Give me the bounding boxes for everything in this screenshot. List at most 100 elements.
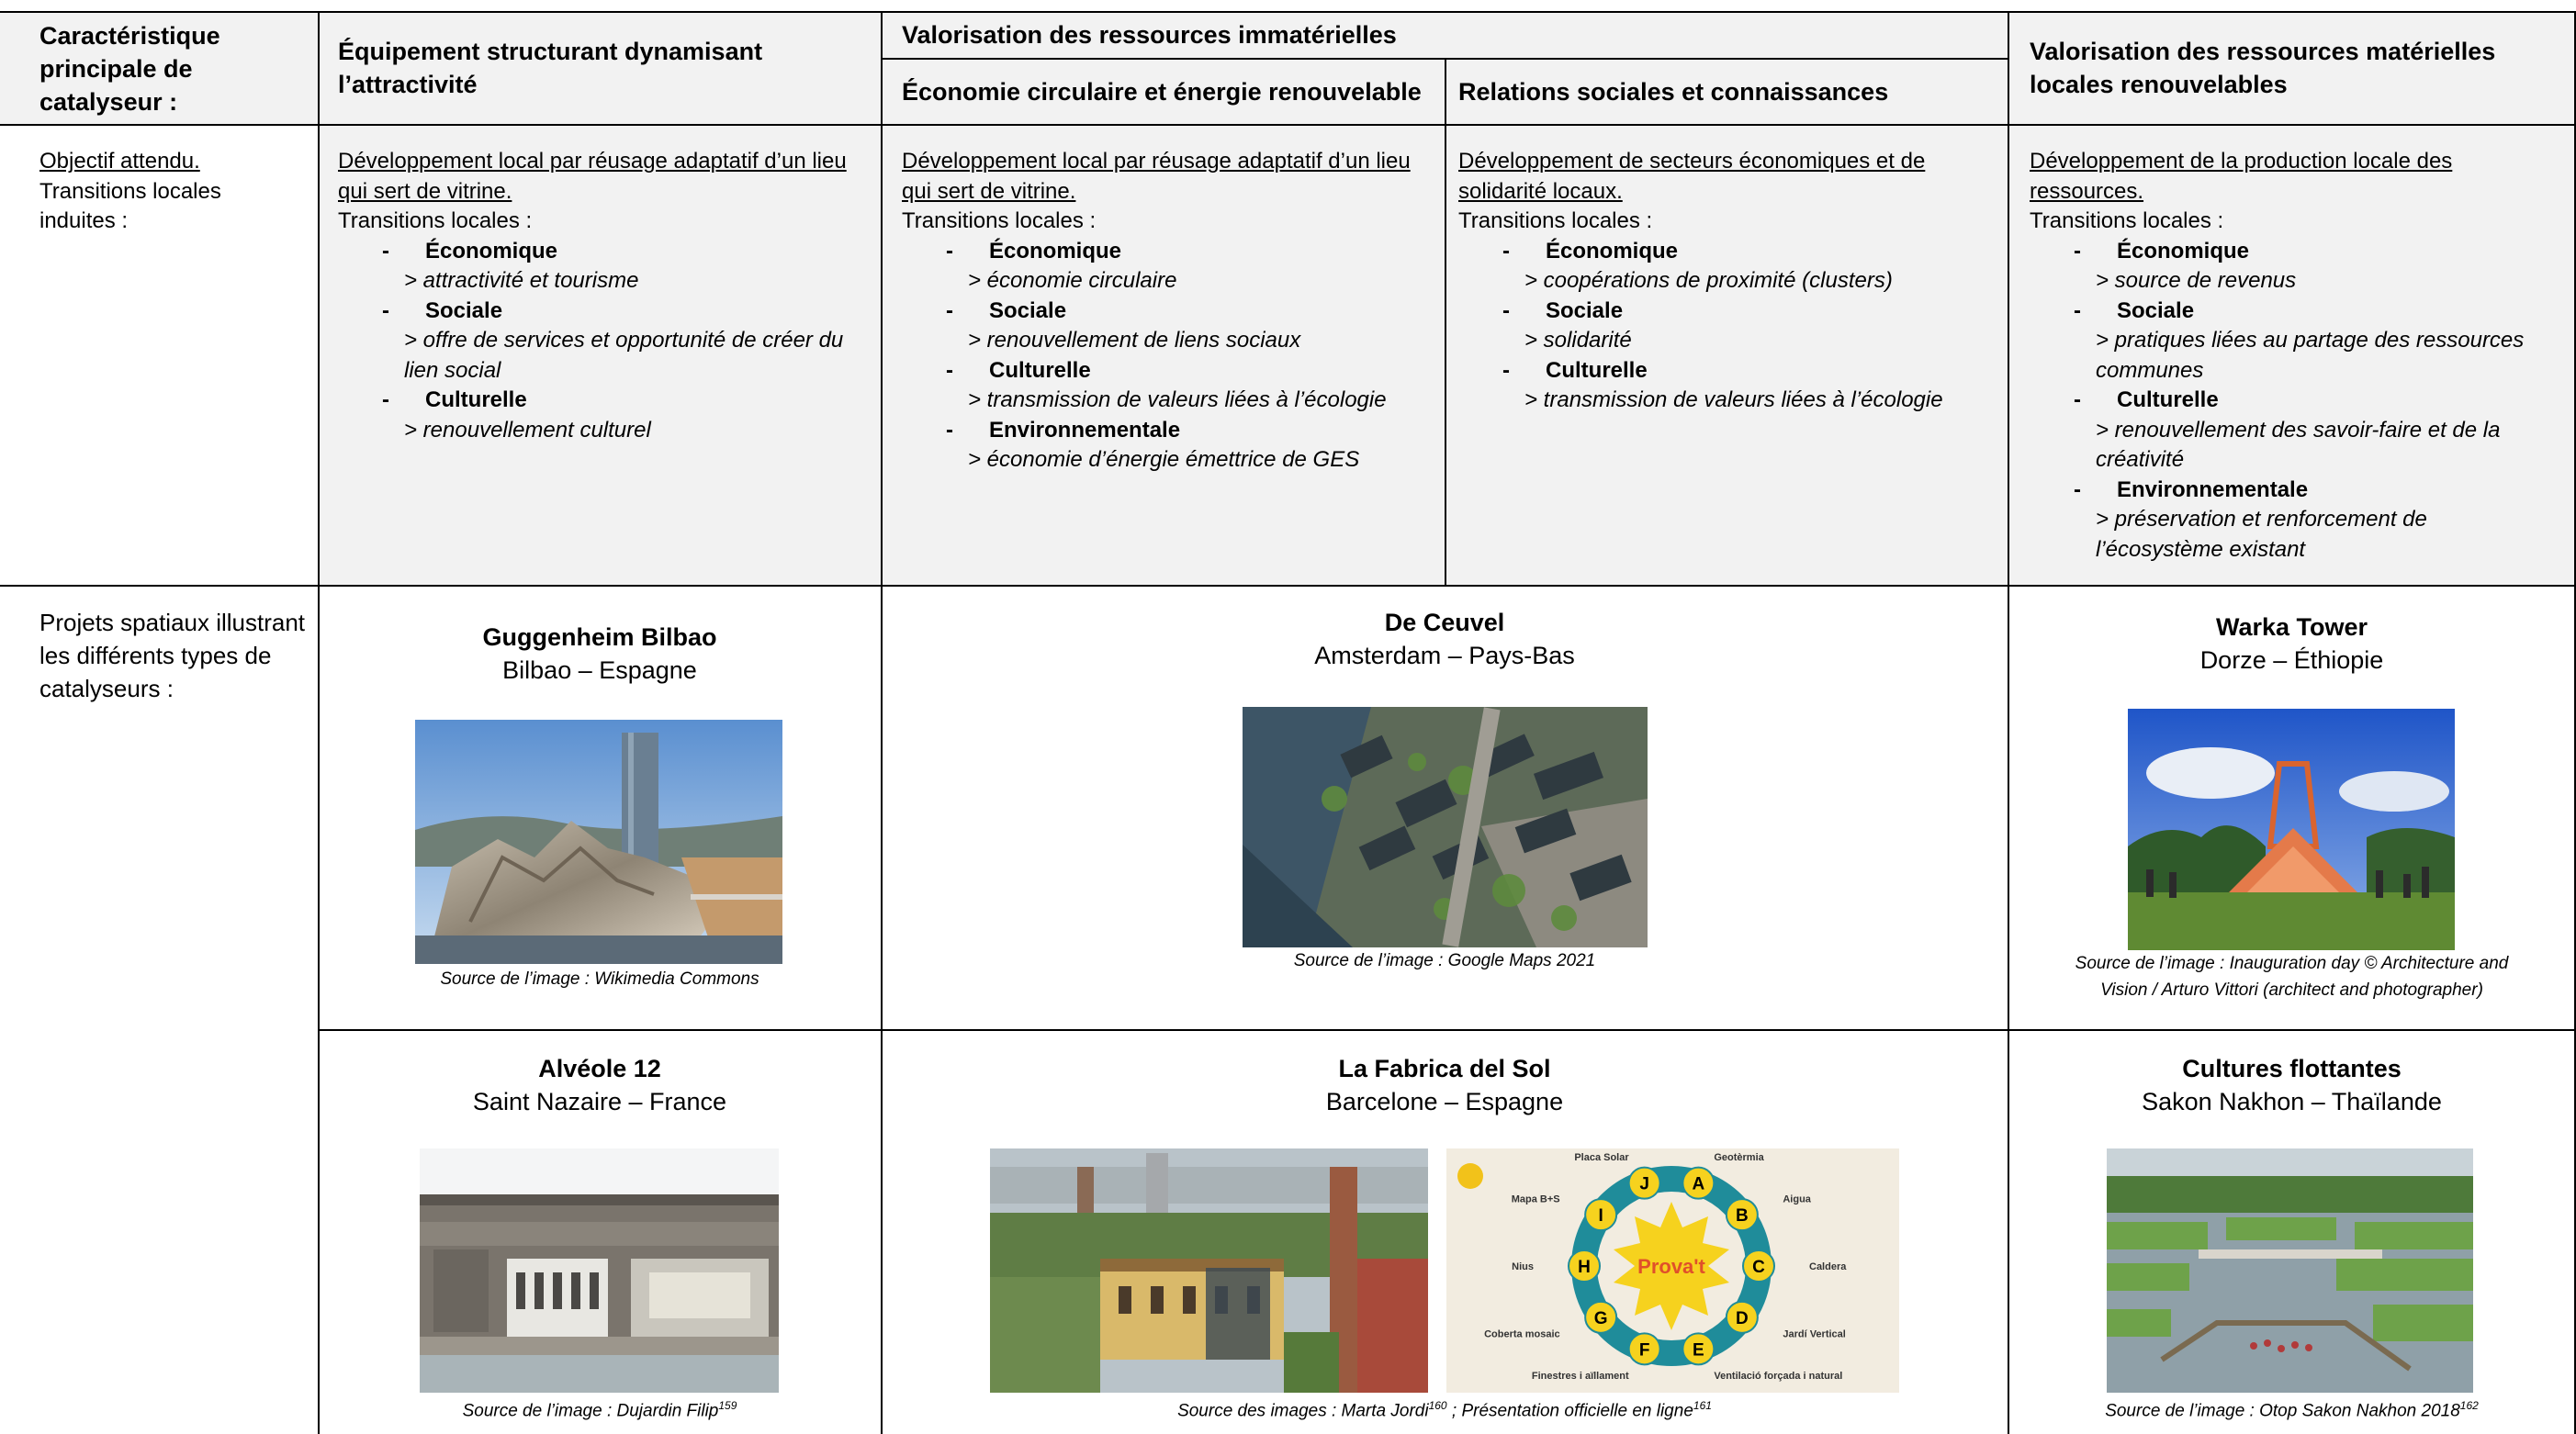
goal-text: Développement de secteurs économiques et… (1458, 149, 1926, 204)
grid-line (1445, 58, 1446, 586)
project-title: La Fabrica del Sol (1338, 1055, 1551, 1082)
header-col3a: Économie circulaire et énergie renouvela… (902, 78, 1422, 106)
transition-item: -Économique (382, 238, 558, 263)
transitions-heading: Transitions locales : (1458, 208, 1653, 233)
transitions-heading: Transitions locales : (902, 208, 1097, 233)
transition-item: -Culturelle (1502, 357, 1648, 383)
goal-text: Développement de la production locale de… (2030, 149, 2453, 204)
deceuvel-photo (1243, 707, 1648, 947)
diagram-node-label: Geotèrmia (1714, 1152, 1764, 1163)
diagram-node (1627, 1332, 1661, 1366)
diagram-node (1725, 1198, 1759, 1232)
transition-detail: > renouvellement de liens sociaux (968, 328, 1301, 353)
objectives-col3b: Développement de secteurs économiques et… (1458, 147, 1991, 416)
diagram-node-letter: G (1594, 1309, 1608, 1328)
projects-label: Projets spatiaux illustrant les différen… (39, 609, 306, 702)
diagram-node-letter: I (1599, 1206, 1603, 1226)
transition-item: -Culturelle (946, 357, 1091, 383)
cultures-photo (2107, 1148, 2473, 1393)
fabrica-photo (990, 1148, 1428, 1393)
grid-line (0, 585, 2576, 587)
transition-item: -Sociale (2074, 297, 2195, 323)
transition-item: -Sociale (1502, 297, 1624, 323)
objectives-row-bg (318, 125, 2576, 586)
project-place: Bilbao – Espagne (502, 656, 697, 684)
transition-detail: > source de revenus (2096, 268, 2297, 293)
transition-detail: > économie d’énergie émettrice de GES (968, 447, 1360, 472)
diagram-node (1568, 1249, 1601, 1283)
transition-detail: > pratiques liées au partage des ressour… (2096, 328, 2525, 383)
transitions-heading: Transitions locales : (2030, 208, 2224, 233)
transition-item: -Économique (946, 238, 1122, 263)
project-cultures: Cultures flottantes Sakon Nakhon – Thaïl… (2008, 1052, 2576, 1118)
photo-caption: Source de l’image : Wikimedia Commons (440, 969, 759, 989)
header-row-bg (0, 11, 2576, 125)
transition-item: -Environnementale (946, 417, 1181, 443)
transition-detail: > renouvellement des savoir-faire et de … (2096, 417, 2501, 473)
warka-photo (2128, 709, 2455, 950)
photo-caption: Source de l’image : Dujardin Filip159 (462, 1399, 737, 1421)
grid-line (0, 11, 2576, 13)
transition-detail: > renouvellement culturel (404, 417, 651, 443)
objectives-col3a: Développement local par réusage adaptati… (902, 147, 1425, 476)
diagram-node-letter: A (1692, 1175, 1704, 1194)
diagram-node (1742, 1249, 1775, 1283)
header-col3b: Relations sociales et connaissances (1458, 78, 1889, 106)
objectives-col2: Développement local par réusage adaptati… (338, 147, 861, 445)
photo-caption: Source de l’image : Otop Sakon Nakhon 20… (2105, 1399, 2479, 1421)
transition-item: -Culturelle (2074, 387, 2219, 412)
transition-detail: > attractivité et tourisme (404, 268, 639, 293)
transition-detail: > coopérations de proximité (clusters) (1524, 268, 1893, 293)
project-title: Cultures flottantes (2182, 1055, 2402, 1082)
diagram-node-label: Nius (1512, 1261, 1534, 1272)
diagram-node (1627, 1166, 1661, 1200)
transition-detail: > transmission de valeurs liées à l’écol… (968, 387, 1387, 412)
transitions-label: Transitions locales induites : (39, 178, 221, 234)
grid-line (2008, 11, 2009, 1434)
transition-detail: > économie circulaire (968, 268, 1177, 293)
project-title: De Ceuvel (1384, 609, 1505, 636)
goal-text: Développement local par réusage adaptati… (902, 149, 1411, 204)
diagram-node-letter: E (1693, 1340, 1704, 1360)
transition-detail: > préservation et renforcement de l’écos… (2096, 507, 2427, 562)
header-col4: Valorisation des ressources matérielles … (2030, 38, 2496, 98)
diagram-node-label: Mapa B+S (1512, 1194, 1560, 1205)
guggenheim-photo (415, 720, 782, 964)
diagram-node-letter: C (1752, 1258, 1765, 1277)
objectives-col4: Développement de la production locale de… (2030, 147, 2544, 565)
transition-item: -Sociale (382, 297, 503, 323)
transitions-heading: Transitions locales : (338, 208, 533, 233)
diagram-node (1682, 1166, 1715, 1200)
header-col2: Équipement structurant dynamisant l’attr… (338, 38, 763, 98)
diagram-node (1682, 1332, 1715, 1366)
transition-detail: > solidarité (1524, 328, 1632, 353)
diagram-node-label: Aigua (1783, 1194, 1811, 1205)
header-col3-group: Valorisation des ressources immatérielle… (902, 21, 1397, 49)
grid-line (0, 124, 2576, 126)
project-deceuvel: De Ceuvel Amsterdam – Pays-Bas (882, 606, 2008, 672)
diagram-node (1584, 1198, 1618, 1232)
diagram-center: Prova't (1637, 1255, 1705, 1278)
transition-detail: > offre de services et opportunité de cr… (404, 328, 844, 383)
transition-item: -Culturelle (382, 387, 527, 412)
transition-detail: > transmission de valeurs liées à l’écol… (1524, 387, 1943, 412)
diagram-node-label: Ventilació forçada i natural (1714, 1371, 1842, 1382)
diagram-node-letter: D (1736, 1309, 1749, 1328)
project-title: Alvéole 12 (538, 1055, 661, 1082)
grid-line (318, 1029, 2576, 1031)
transition-item: -Économique (1502, 238, 1679, 263)
photo-caption: Source de l’image : Google Maps 2021 (1293, 951, 1596, 970)
diagram-node-label: Placa Solar (1574, 1152, 1629, 1163)
photo-caption-warka: Source de l’image : Inauguration day © A… (2075, 954, 2509, 1000)
diagram-node-letter: J (1639, 1175, 1649, 1194)
alveole-photo (420, 1148, 779, 1393)
grid-line (318, 11, 320, 1434)
project-alveole: Alvéole 12 Saint Nazaire – France (318, 1052, 882, 1118)
header-col1: Caractéristique principale de catalyseur… (39, 22, 220, 116)
photo-caption: Source des images : Marta Jordi160 ; Pré… (1177, 1399, 1712, 1421)
diagram-node-label: Coberta mosaic (1484, 1328, 1560, 1339)
project-place: Saint Nazaire – France (472, 1088, 727, 1115)
